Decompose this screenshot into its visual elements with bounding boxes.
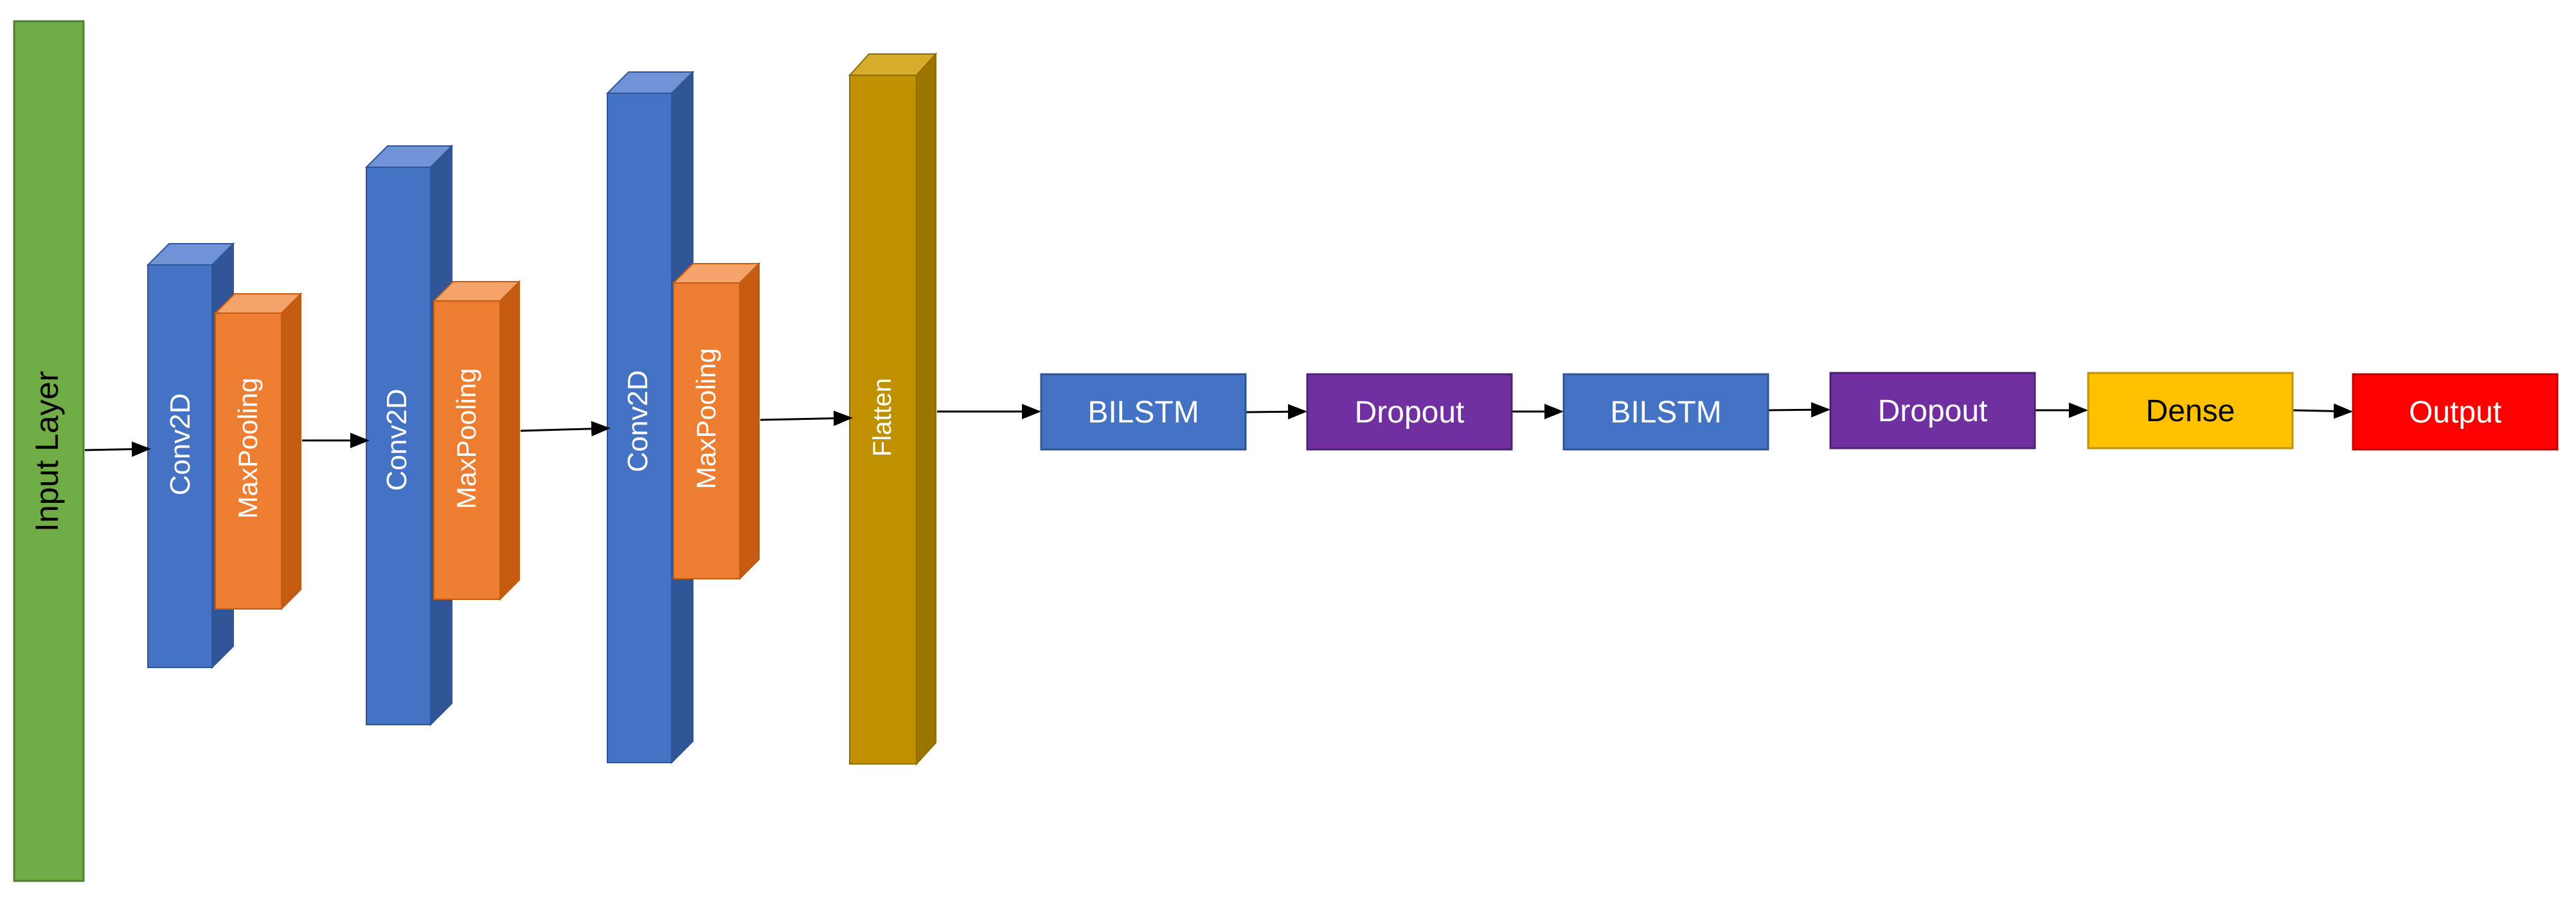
input-layer-body <box>13 20 85 882</box>
dense-layer-label: Dense <box>2146 394 2235 428</box>
output-layer-label: Output <box>2409 395 2501 430</box>
bilstm-layer-1-label: BILSTM <box>1087 395 1199 430</box>
maxpooling-layer-1-front <box>215 313 282 610</box>
bilstm-layer-2: BILSTM <box>1562 373 1769 451</box>
arrow-pool2-to-conv3 <box>520 421 611 437</box>
maxpooling-layer-3: MaxPooling <box>672 262 761 581</box>
conv2d-layer-1-label: Conv2D <box>165 394 196 496</box>
conv2d-layer-2-label: Conv2D <box>381 389 413 491</box>
flatten-layer-label: Flatten <box>868 378 897 457</box>
maxpooling-layer-1-label: MaxPooling <box>233 377 263 518</box>
conv-block-3: Conv2D MaxPooling <box>605 70 761 765</box>
maxpooling-layer-2-label: MaxPooling <box>451 368 481 509</box>
bilstm-layer-1-box <box>1040 373 1247 451</box>
conv2d-layer-3-label: Conv2D <box>622 370 654 473</box>
input-layer-label: Input Layer <box>29 371 65 532</box>
input-layer: Input Layer <box>13 20 85 882</box>
conv-block-1: Conv2D MaxPooling <box>146 242 303 669</box>
conv2d-layer-1-front <box>147 264 213 668</box>
dense-layer: Dense <box>2087 372 2294 449</box>
maxpooling-layer-2: MaxPooling <box>432 280 521 601</box>
conv-block-2: Conv2D MaxPooling <box>364 144 521 727</box>
arrow-dense-to-output <box>2292 403 2353 419</box>
arrow-input-to-conv1 <box>84 441 151 457</box>
maxpooling-layer-3-side <box>739 262 760 581</box>
maxpooling-layer-3-front <box>673 282 740 579</box>
flatten-layer-front <box>849 75 917 765</box>
bilstm-layer-2-label: BILSTM <box>1610 395 1721 430</box>
maxpooling-layer-2-front <box>433 300 501 600</box>
bilstm-layer-1: BILSTM <box>1040 373 1247 451</box>
maxpooling-layer-2-side <box>499 280 520 601</box>
dropout-layer-2-box <box>1829 372 2036 449</box>
maxpooling-layer-3-label: MaxPooling <box>691 348 721 489</box>
output-layer-box <box>2352 373 2559 451</box>
dropout-layer-1: Dropout <box>1306 373 1513 451</box>
maxpooling-layer-1-side <box>281 292 301 611</box>
flatten-layer: Flatten <box>848 52 938 766</box>
output-layer: Output <box>2352 373 2559 451</box>
dropout-layer-1-box <box>1306 373 1513 451</box>
maxpooling-layer-1: MaxPooling <box>213 292 303 611</box>
conv2d-layer-3-front <box>607 93 672 763</box>
conv2d-layer-2-front <box>366 167 431 725</box>
dropout-layer-2-label: Dropout <box>1878 394 1988 428</box>
sequence-layers: BILSTM Dropout BILSTM Dropout Dense Outp… <box>1040 372 2559 451</box>
bilstm-layer-2-box <box>1562 373 1769 451</box>
arrow-pool3-to-flatten <box>760 410 853 426</box>
dropout-layer-1-label: Dropout <box>1355 395 1465 430</box>
flatten-layer-side <box>916 52 936 766</box>
dropout-layer-2: Dropout <box>1829 372 2036 449</box>
dense-layer-box <box>2087 372 2294 449</box>
connections <box>84 402 2353 457</box>
